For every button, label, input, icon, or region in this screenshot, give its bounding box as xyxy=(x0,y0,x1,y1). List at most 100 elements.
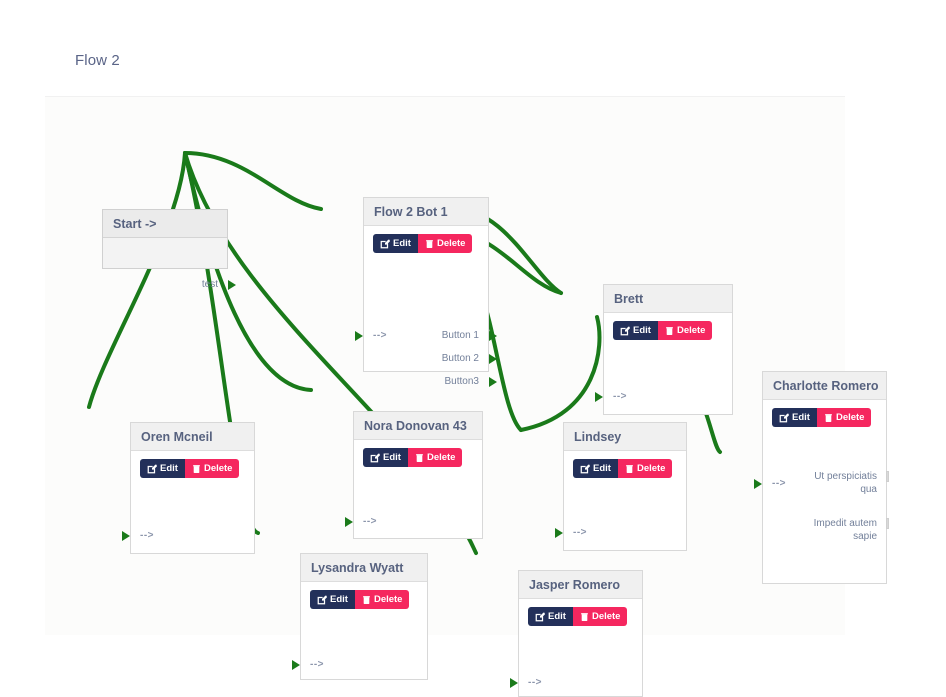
trash-icon xyxy=(580,612,589,622)
trash-icon xyxy=(415,453,424,463)
edit-button-label: Edit xyxy=(393,238,411,249)
node-action-row: Edit Delete xyxy=(373,234,479,253)
delete-button-label: Delete xyxy=(426,452,456,463)
trash-icon xyxy=(665,326,674,336)
delete-button-label: Delete xyxy=(203,463,233,474)
pencil-square-icon xyxy=(147,464,157,474)
edit-button-label: Edit xyxy=(330,594,348,605)
edit-button-label: Edit xyxy=(548,611,566,622)
edit-button-label: Edit xyxy=(160,463,178,474)
node-input-port[interactable]: --> xyxy=(573,527,587,538)
flow-node-start[interactable]: Start ->test xyxy=(102,209,236,290)
edit-button[interactable]: Edit xyxy=(140,459,185,478)
flow-node-flow2bot1[interactable]: Flow 2 Bot 1 Edit Delete --> Button 1 Button … xyxy=(355,197,497,387)
edit-button[interactable]: Edit xyxy=(573,459,618,478)
delete-button[interactable]: Delete xyxy=(417,234,473,253)
edit-button[interactable]: Edit xyxy=(373,234,418,253)
edit-button[interactable]: Edit xyxy=(772,408,817,427)
node-body: Edit Delete --> xyxy=(595,313,732,414)
edit-button-label: Edit xyxy=(792,412,810,423)
node-output-port[interactable]: test xyxy=(201,279,218,290)
trash-icon xyxy=(362,595,371,605)
node-body: Edit Delete --> xyxy=(292,582,427,679)
node-output-port[interactable]: Button 1 xyxy=(441,330,479,341)
input-connector-arrow-icon xyxy=(122,531,130,541)
edit-button[interactable]: Edit xyxy=(310,590,355,609)
input-connector-arrow-icon xyxy=(555,528,563,538)
pencil-square-icon xyxy=(370,453,380,463)
node-input-port[interactable]: --> xyxy=(528,677,542,688)
node-body: Edit Delete --> xyxy=(345,440,482,538)
node-action-row: Edit Delete xyxy=(613,321,723,340)
edit-button[interactable]: Edit xyxy=(613,321,658,340)
edit-button[interactable]: Edit xyxy=(363,448,408,467)
node-action-row: Edit Delete xyxy=(363,448,473,467)
delete-button[interactable]: Delete xyxy=(354,590,410,609)
pencil-square-icon xyxy=(317,595,327,605)
node-title: Charlotte Romero xyxy=(763,372,886,400)
delete-button-label: Delete xyxy=(676,325,706,336)
trash-icon xyxy=(625,464,634,474)
node-output-port[interactable]: Impedit autem sapie xyxy=(813,518,877,542)
edit-button[interactable]: Edit xyxy=(528,607,573,626)
delete-button[interactable]: Delete xyxy=(572,607,628,626)
pencil-square-icon xyxy=(620,326,630,336)
node-input-port[interactable]: --> xyxy=(310,659,324,670)
node-input-port[interactable]: --> xyxy=(373,330,387,341)
delete-button[interactable]: Delete xyxy=(617,459,673,478)
node-output-port[interactable]: Ut perspiciatis qua xyxy=(814,471,877,495)
edit-button-label: Edit xyxy=(633,325,651,336)
node-output-port[interactable]: Button3 xyxy=(444,376,479,387)
flow-edge xyxy=(183,151,313,392)
delete-button-label: Delete xyxy=(373,594,403,605)
node-title: Nora Donovan 43 xyxy=(354,412,482,440)
delete-button[interactable]: Delete xyxy=(816,408,872,427)
node-title: Jasper Romero xyxy=(519,571,642,599)
delete-button-label: Delete xyxy=(591,611,621,622)
node-action-row: Edit Delete xyxy=(772,408,877,427)
flow-edge xyxy=(183,151,323,211)
input-connector-arrow-icon xyxy=(292,660,300,670)
pencil-square-icon xyxy=(779,413,789,423)
output-port-handle[interactable] xyxy=(886,471,889,482)
pencil-square-icon xyxy=(535,612,545,622)
input-connector-arrow-icon xyxy=(595,392,603,402)
trash-icon xyxy=(824,413,833,423)
node-body: Edit Delete --> xyxy=(122,451,254,553)
node-output-port[interactable]: Button 2 xyxy=(441,353,479,364)
input-connector-arrow-icon xyxy=(345,517,353,527)
node-body: Edit Delete --> xyxy=(510,599,642,696)
node-title: Brett xyxy=(604,285,732,313)
flow-edge xyxy=(87,151,187,409)
output-connector-arrow-icon xyxy=(489,331,497,341)
node-input-port[interactable]: --> xyxy=(772,478,786,489)
node-input-port[interactable]: --> xyxy=(613,391,627,402)
output-port-handle[interactable] xyxy=(886,518,889,529)
flow-edge xyxy=(519,315,602,432)
output-connector-arrow-icon xyxy=(489,354,497,364)
output-connector-arrow-icon xyxy=(228,280,236,290)
output-connector-arrow-icon xyxy=(489,377,497,387)
pencil-square-icon xyxy=(580,464,590,474)
node-title: Lysandra Wyatt xyxy=(301,554,427,582)
node-input-port[interactable]: --> xyxy=(140,530,154,541)
node-title: Lindsey xyxy=(564,423,686,451)
delete-button[interactable]: Delete xyxy=(657,321,713,340)
delete-button-label: Delete xyxy=(835,412,865,423)
input-connector-arrow-icon xyxy=(754,479,762,489)
node-input-port[interactable]: --> xyxy=(363,516,377,527)
node-title: Flow 2 Bot 1 xyxy=(364,198,488,226)
delete-button[interactable]: Delete xyxy=(184,459,240,478)
flow-node-nora[interactable]: Nora Donovan 43 Edit Delete --> xyxy=(345,411,483,539)
delete-button[interactable]: Delete xyxy=(407,448,463,467)
